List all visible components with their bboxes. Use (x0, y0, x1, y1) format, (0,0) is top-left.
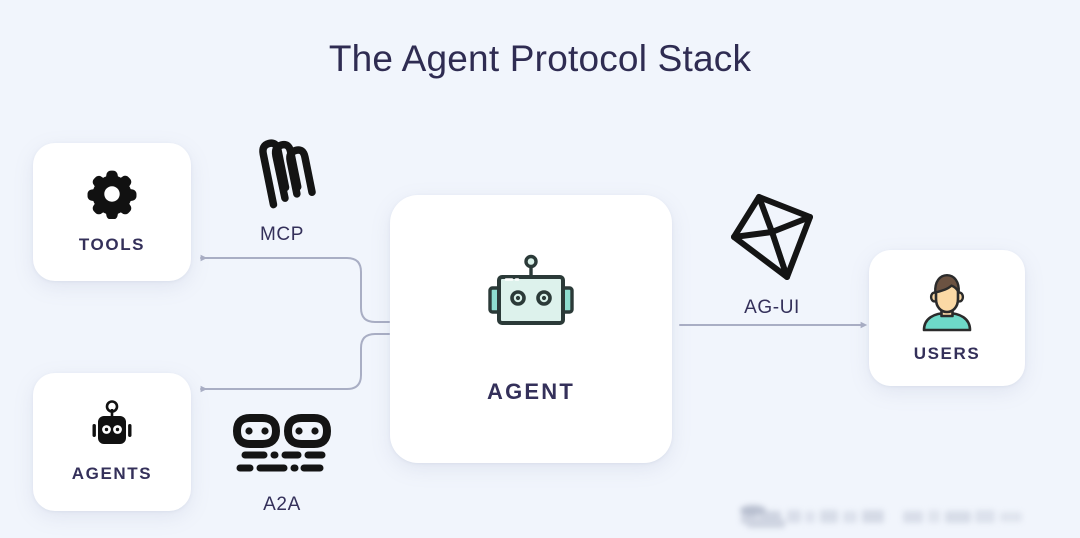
node-card-users[interactable]: USERS (869, 250, 1025, 386)
node-label-agents: AGENTS (71, 464, 153, 483)
user-avatar-icon (916, 272, 978, 334)
protocol-ag-ui[interactable]: AG-UI (712, 185, 832, 319)
page-title: The Agent Protocol Stack (328, 38, 752, 79)
node-label-agent: AGENT (487, 379, 575, 404)
protocol-label-mcp: MCP (259, 224, 305, 245)
node-card-agent[interactable]: AGENT (390, 195, 672, 463)
protocol-label-ag-ui: AG-UI (744, 297, 800, 318)
node-label-users: USERS (913, 344, 981, 363)
connector-agent-to-agents (200, 333, 390, 393)
connector-agent-to-tools (200, 254, 390, 323)
protocol-a2a[interactable]: A2A (228, 412, 336, 516)
mcp-logo (234, 122, 330, 218)
ag-ui-diamond-logo (722, 185, 822, 285)
robot-head-solid-icon (86, 400, 138, 450)
watermark-blurred (740, 505, 1022, 528)
node-label-tools: TOOLS (78, 235, 146, 254)
protocol-mcp[interactable]: MCP (230, 122, 334, 246)
robot-head-mint-icon (483, 253, 579, 335)
protocol-label-a2a: A2A (263, 494, 301, 515)
gear-icon (87, 169, 137, 220)
node-card-agents[interactable]: AGENTS (33, 373, 191, 511)
node-card-tools[interactable]: TOOLS (33, 143, 191, 281)
a2a-logo (232, 412, 332, 476)
